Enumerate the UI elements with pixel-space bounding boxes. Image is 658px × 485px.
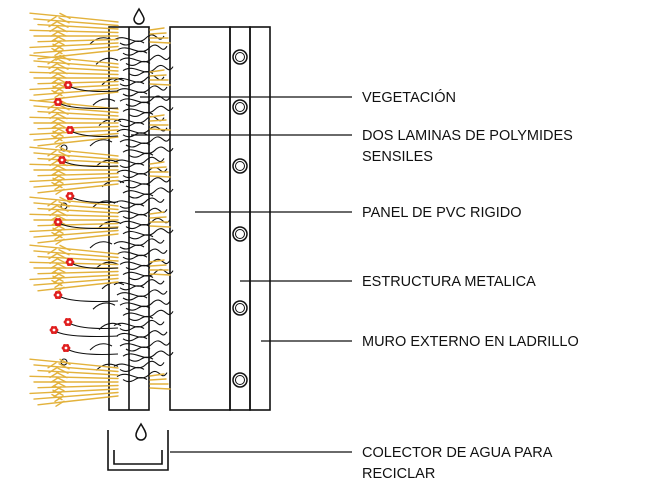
red-flower-icon	[65, 125, 119, 137]
red-flower-icon	[53, 290, 119, 302]
bolt-icon	[232, 49, 248, 65]
bolt-group	[232, 49, 248, 388]
bolt-icon	[232, 372, 248, 388]
red-flower-icon	[61, 343, 119, 355]
label-estructura: ESTRUCTURA METALICA	[362, 274, 536, 290]
bolt-icon	[232, 300, 248, 316]
plant-roots	[60, 34, 174, 383]
red-flower-icon	[49, 325, 119, 337]
leader-lines	[131, 96, 352, 453]
water-collector	[107, 430, 169, 471]
red-flower-icon	[53, 97, 119, 109]
label-colector-line2: RECICLAR	[362, 466, 435, 482]
red-flower-icon	[63, 317, 119, 329]
pvc-panel	[169, 26, 231, 411]
water-drop-icon	[133, 7, 145, 25]
grass-layer	[29, 12, 171, 407]
metal-structure	[229, 26, 251, 411]
wall-section	[108, 26, 271, 411]
flower-layer	[49, 80, 119, 355]
red-flower-icon	[63, 80, 119, 92]
label-muro: MURO EXTERNO EN LADRILLO	[362, 334, 579, 350]
brick-wall	[249, 26, 271, 411]
grass-tuft-icon	[29, 99, 171, 148]
bolt-icon	[232, 158, 248, 174]
label-colector-line1: COLECTOR DE AGUA PARA	[362, 445, 553, 461]
label-panel-pvc: PANEL DE PVC RIGIDO	[362, 205, 522, 221]
water-drop-icon	[135, 422, 147, 441]
label-laminas-line2: SENSILES	[362, 149, 433, 165]
red-flower-icon	[65, 257, 119, 269]
bolt-icon	[232, 226, 248, 242]
grass-tuft-icon	[29, 12, 171, 61]
red-flower-icon	[53, 217, 119, 229]
grass-tuft-icon	[29, 146, 171, 195]
grass-tuft-icon	[29, 244, 171, 293]
red-flower-icon	[57, 155, 119, 167]
grass-tuft-icon	[29, 54, 171, 103]
label-vegetacion: VEGETACIÓN	[362, 89, 456, 106]
bolt-icon	[232, 99, 248, 115]
grass-tuft-icon	[29, 196, 171, 245]
grass-tuft-icon	[29, 358, 171, 407]
red-flower-icon	[65, 191, 119, 203]
label-laminas-line1: DOS LAMINAS DE POLYMIDES	[362, 128, 573, 144]
